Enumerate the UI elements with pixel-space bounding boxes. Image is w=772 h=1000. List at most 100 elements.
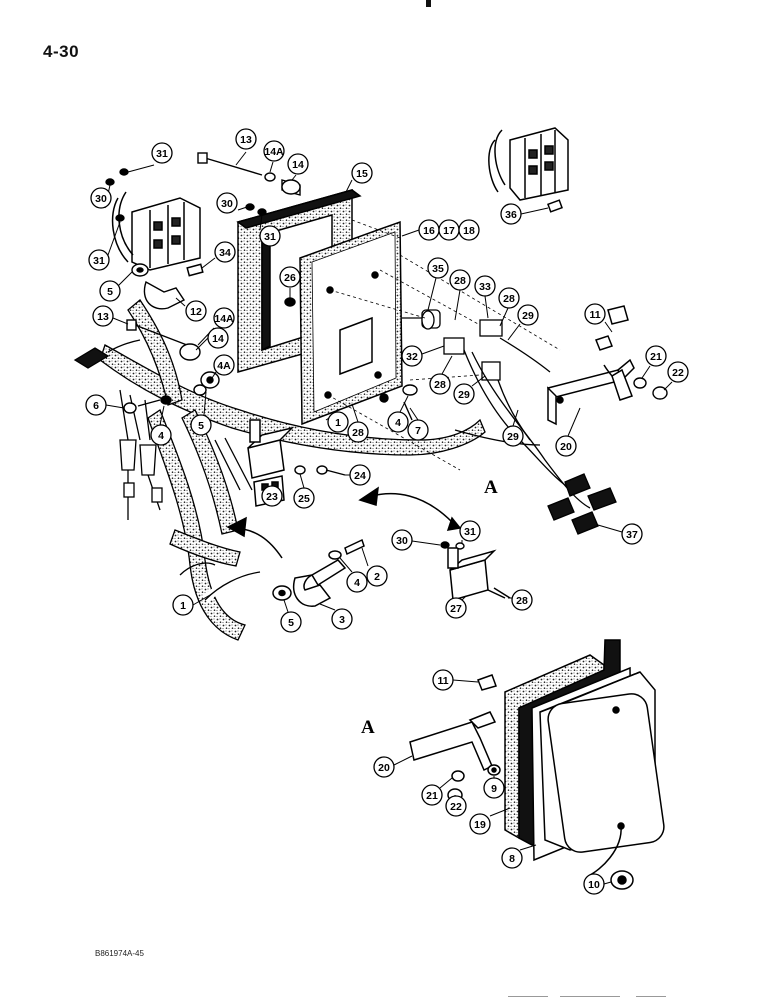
callout-2: 2 [361,547,388,587]
svg-text:1: 1 [335,417,341,429]
cover-assembly [409,639,665,890]
callout-24: 24 [345,464,371,486]
callout-4: 4 [150,405,172,446]
svg-text:14A: 14A [264,146,284,158]
callout-5: 5 [190,391,212,436]
callout-22: 22 [663,361,689,391]
callout-21: 21 [641,345,667,379]
svg-text:5: 5 [288,617,294,629]
svg-text:4: 4 [395,417,401,429]
svg-text:4: 4 [354,577,360,589]
svg-text:20: 20 [378,762,390,774]
callout-30: 30 [90,184,112,209]
relay-connector-block [111,191,204,277]
svg-text:11: 11 [437,675,448,687]
svg-text:26: 26 [284,272,296,284]
callout-21: 21 [421,777,453,806]
callout-13: 13 [92,305,129,327]
page-number: 4-30 [43,42,80,61]
svg-text:3: 3 [339,614,345,626]
callout-14A: 14A [263,140,285,173]
callout-29: 29 [502,409,524,447]
callout-7: 7 [407,407,429,441]
callout-4: 4 [339,557,368,593]
callout-36: 36 [500,203,549,225]
svg-text:22: 22 [450,801,462,813]
svg-text:27: 27 [450,603,462,615]
callout-25: 25 [293,473,315,509]
svg-text:15: 15 [356,168,368,180]
hardware-fasteners [105,152,668,599]
callout-32: 32 [401,345,445,367]
callout-29: 29 [507,304,539,341]
mounting-plate [299,220,403,426]
harness-leads [73,339,253,520]
callout-22: 22 [445,795,467,817]
svg-text:17: 17 [443,225,455,237]
callout-31: 31 [88,221,121,271]
svg-text:2: 2 [374,571,380,583]
svg-text:14: 14 [212,333,224,345]
callout-12: 12 [175,297,207,322]
svg-text:31: 31 [93,255,105,267]
svg-text:21: 21 [426,790,438,802]
callout-14A: 14A [197,307,235,346]
callout-4A: 4A [211,354,235,379]
svg-text:28: 28 [454,275,466,287]
svg-text:4A: 4A [217,360,231,372]
svg-text:14: 14 [292,159,304,171]
callout-8: 8 [501,844,537,869]
svg-text:22: 22 [672,367,684,379]
timer-relay [447,547,506,601]
callout-35: 35 [427,257,449,311]
svg-text:5: 5 [198,420,204,432]
harness-clip [272,538,365,607]
svg-text:21: 21 [650,351,662,363]
callout-23: 23 [261,485,283,507]
callout-3: 3 [319,603,353,630]
svg-text:28: 28 [516,595,528,607]
switch-cluster [402,309,617,535]
callout-30: 30 [391,529,441,551]
svg-text:29: 29 [522,310,534,322]
callout-28: 28 [429,355,453,395]
callout-6: 6 [85,394,125,416]
callout-28: 28 [508,589,533,611]
svg-text:31: 31 [464,526,476,538]
svg-text:30: 30 [221,198,233,210]
top-mark [426,0,431,7]
svg-text:33: 33 [479,281,491,293]
svg-text:13: 13 [97,311,109,323]
detail-connector-block [488,127,569,213]
callout-28: 28 [498,287,520,327]
svg-text:29: 29 [507,431,519,443]
callout-31: 31 [459,520,481,544]
callout-20: 20 [555,407,581,457]
svg-text:1: 1 [180,600,186,612]
svg-text:14A: 14A [214,313,234,325]
svg-text:36: 36 [505,209,517,221]
leader-lines [327,219,561,471]
callout-18: 18 [458,219,480,241]
reference-mark-a-upper: A [484,477,498,498]
svg-text:34: 34 [219,247,231,259]
svg-text:6: 6 [93,400,99,412]
switch-bracket [546,305,635,426]
callout-1: 1 [325,411,349,433]
svg-text:8: 8 [509,853,515,865]
callout-34: 34 [201,241,236,269]
callout-15: 15 [345,162,373,193]
callout-28: 28 [347,403,369,443]
callout-4: 4 [387,395,409,433]
svg-text:28: 28 [434,379,446,391]
callout-26: 26 [279,266,301,298]
wiring-harness [99,299,486,641]
callout-11: 11 [584,303,613,333]
svg-text:25: 25 [298,493,310,505]
callout-14: 14 [287,153,309,181]
svg-text:24: 24 [354,470,366,482]
callout-37: 37 [597,523,643,545]
callout-11: 11 [432,669,479,691]
callout-5: 5 [99,271,133,302]
